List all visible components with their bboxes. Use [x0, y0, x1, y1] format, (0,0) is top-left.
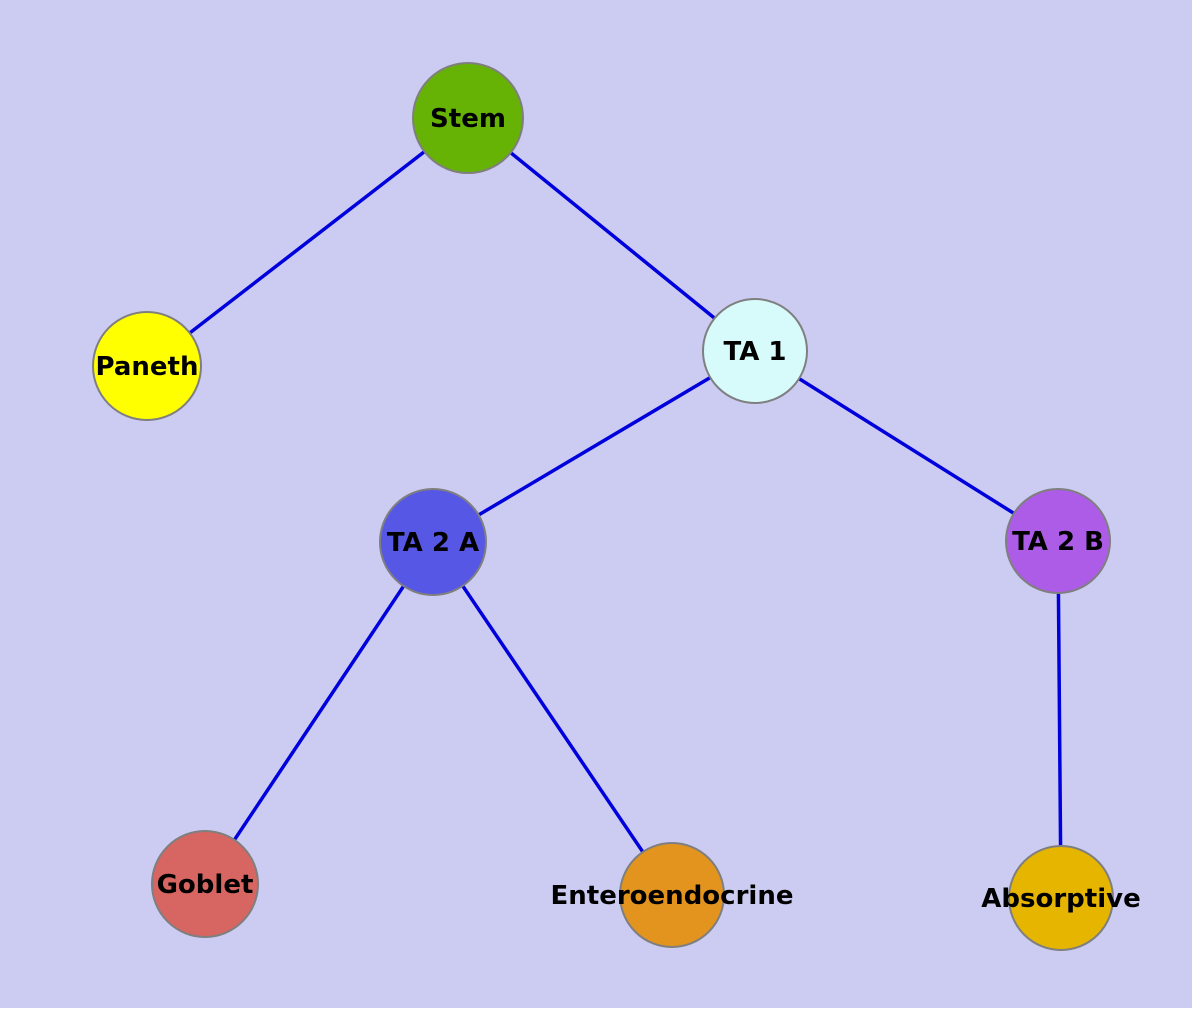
node-circle-absorptive [1008, 845, 1114, 951]
node-circle-goblet [151, 830, 259, 938]
edges-layer [145, 116, 1063, 899]
node-circle-paneth [92, 311, 202, 421]
node-goblet: Goblet [151, 830, 259, 938]
node-circle-ta2b [1005, 488, 1111, 594]
node-paneth: Paneth [92, 311, 202, 421]
node-label-absorptive: Absorptive [981, 884, 1140, 914]
node-label-goblet: Goblet [157, 870, 254, 900]
node-label-ta1: TA 1 [724, 337, 787, 367]
node-circle-enteroendocrine [619, 842, 725, 948]
edge-ta1-ta2b [754, 349, 1059, 543]
edge-ta2a-goblet [203, 541, 435, 885]
edge-stem-ta1 [466, 116, 757, 353]
node-label-ta2a: TA 2 A [387, 528, 479, 558]
node-ta2a: TA 2 A [379, 488, 487, 596]
node-stem: Stem [412, 62, 524, 174]
node-label-ta2b: TA 2 B [1012, 527, 1104, 557]
node-enteroendocrine: Enteroendocrine [551, 842, 794, 948]
edge-ta1-ta2a [432, 349, 756, 544]
edge-stem-paneth [145, 116, 470, 368]
node-label-stem: Stem [430, 104, 506, 134]
node-label-enteroendocrine: Enteroendocrine [551, 881, 794, 911]
node-circle-ta2a [379, 488, 487, 596]
node-absorptive: Absorptive [981, 845, 1141, 951]
node-ta1: TA 1 [702, 298, 808, 404]
node-ta2b: TA 2 B [1005, 488, 1111, 594]
edge-ta2a-enteroendocrine [431, 541, 674, 896]
edge-ta2b-absorptive [1056, 540, 1063, 899]
node-circle-ta1 [702, 298, 808, 404]
node-circle-stem [412, 62, 524, 174]
node-label-paneth: Paneth [96, 352, 199, 382]
